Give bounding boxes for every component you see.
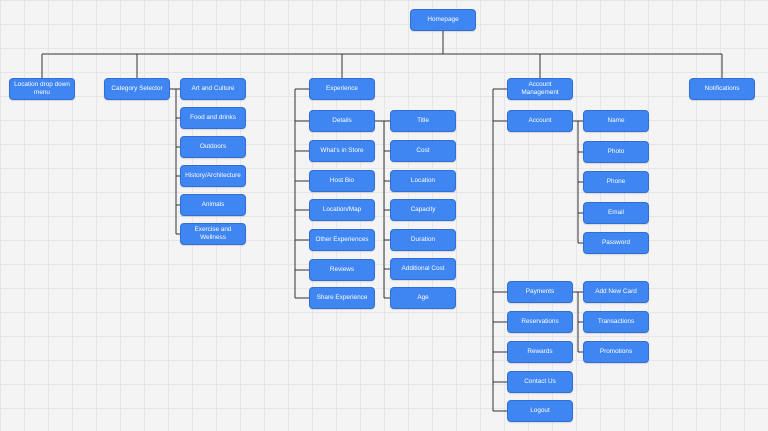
node-age[interactable]: Age [390, 287, 456, 309]
node-reviews[interactable]: Reviews [309, 259, 375, 281]
node-history-architecture[interactable]: History/Architecture [180, 165, 246, 187]
node-reservations[interactable]: Reservations [507, 311, 573, 333]
node-password[interactable]: Password [583, 232, 649, 254]
node-contact-us[interactable]: Contact Us [507, 371, 573, 393]
node-homepage[interactable]: Homepage [410, 9, 476, 31]
node-outdoors[interactable]: Outdoors [180, 136, 246, 158]
node-email[interactable]: Email [583, 202, 649, 224]
node-animals[interactable]: Animals [180, 194, 246, 216]
node-promotions[interactable]: Promotions [583, 341, 649, 363]
node-account-management[interactable]: Account Management [507, 78, 573, 100]
node-experience[interactable]: Experience [309, 78, 375, 100]
node-rewards[interactable]: Rewards [507, 341, 573, 363]
node-notifications[interactable]: Notifications [689, 78, 755, 100]
node-capacity[interactable]: Capacity [390, 199, 456, 221]
node-whats-in-store[interactable]: What's in Store [309, 140, 375, 162]
node-photo[interactable]: Photo [583, 141, 649, 163]
node-category-selector[interactable]: Category Selector [104, 78, 170, 100]
node-location-map[interactable]: Location/Map [309, 199, 375, 221]
node-title[interactable]: Title [390, 110, 456, 132]
node-phone[interactable]: Phone [583, 171, 649, 193]
node-details[interactable]: Details [309, 110, 375, 132]
node-payments[interactable]: Payments [507, 281, 573, 303]
node-art-and-culture[interactable]: Art and Culture [180, 78, 246, 100]
node-account[interactable]: Account [507, 110, 573, 132]
node-logout[interactable]: Logout [507, 400, 573, 422]
node-cost[interactable]: Cost [390, 140, 456, 162]
node-exercise-and-wellness[interactable]: Exercise and Wellness [180, 223, 246, 245]
node-transactions[interactable]: Transactions [583, 311, 649, 333]
node-add-new-card[interactable]: Add New Card [583, 281, 649, 303]
node-duration[interactable]: Duration [390, 229, 456, 251]
node-share-experience[interactable]: Share Experience [309, 287, 375, 309]
node-location-drop-down-menu[interactable]: Location drop down menu [9, 78, 75, 100]
node-location[interactable]: Location [390, 170, 456, 192]
node-additional-cost[interactable]: Additional Cost [390, 258, 456, 280]
node-other-experiences[interactable]: Other Experiences [309, 229, 375, 251]
node-food-and-drinks[interactable]: Food and drinks [180, 107, 246, 129]
node-host-bio[interactable]: Host Bio [309, 170, 375, 192]
node-name[interactable]: Name [583, 110, 649, 132]
